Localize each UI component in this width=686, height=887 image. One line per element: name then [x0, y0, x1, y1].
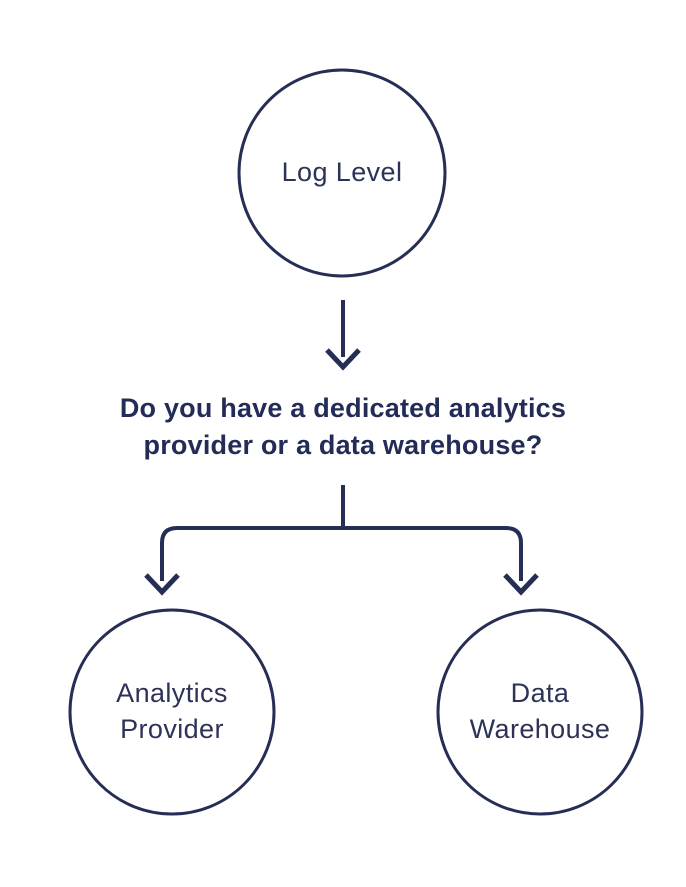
- analytics-provider-node-label: Analytics Provider: [116, 678, 228, 744]
- question-line-2: provider or a data warehouse?: [143, 430, 543, 460]
- data-warehouse-node-label: Data Warehouse: [469, 678, 611, 744]
- question-text: Do you have a dedicated analytics provid…: [63, 390, 623, 464]
- root-node: Log Level: [239, 70, 445, 276]
- analytics-provider-node: Analytics Provider: [70, 610, 274, 814]
- data-warehouse-node: Data Warehouse: [438, 610, 642, 814]
- arrow-left-branch-icon: [144, 573, 180, 596]
- question-line-1: Do you have a dedicated analytics: [119, 393, 567, 423]
- arrow-down-icon: [325, 348, 361, 371]
- root-node-label: Log Level: [281, 157, 403, 188]
- arrow-right-branch-icon: [503, 573, 539, 596]
- analytics-provider-node-circle: [68, 608, 276, 816]
- data-warehouse-node-circle: [436, 608, 644, 816]
- branch-connector: [160, 526, 523, 581]
- root-node-circle: [237, 68, 447, 278]
